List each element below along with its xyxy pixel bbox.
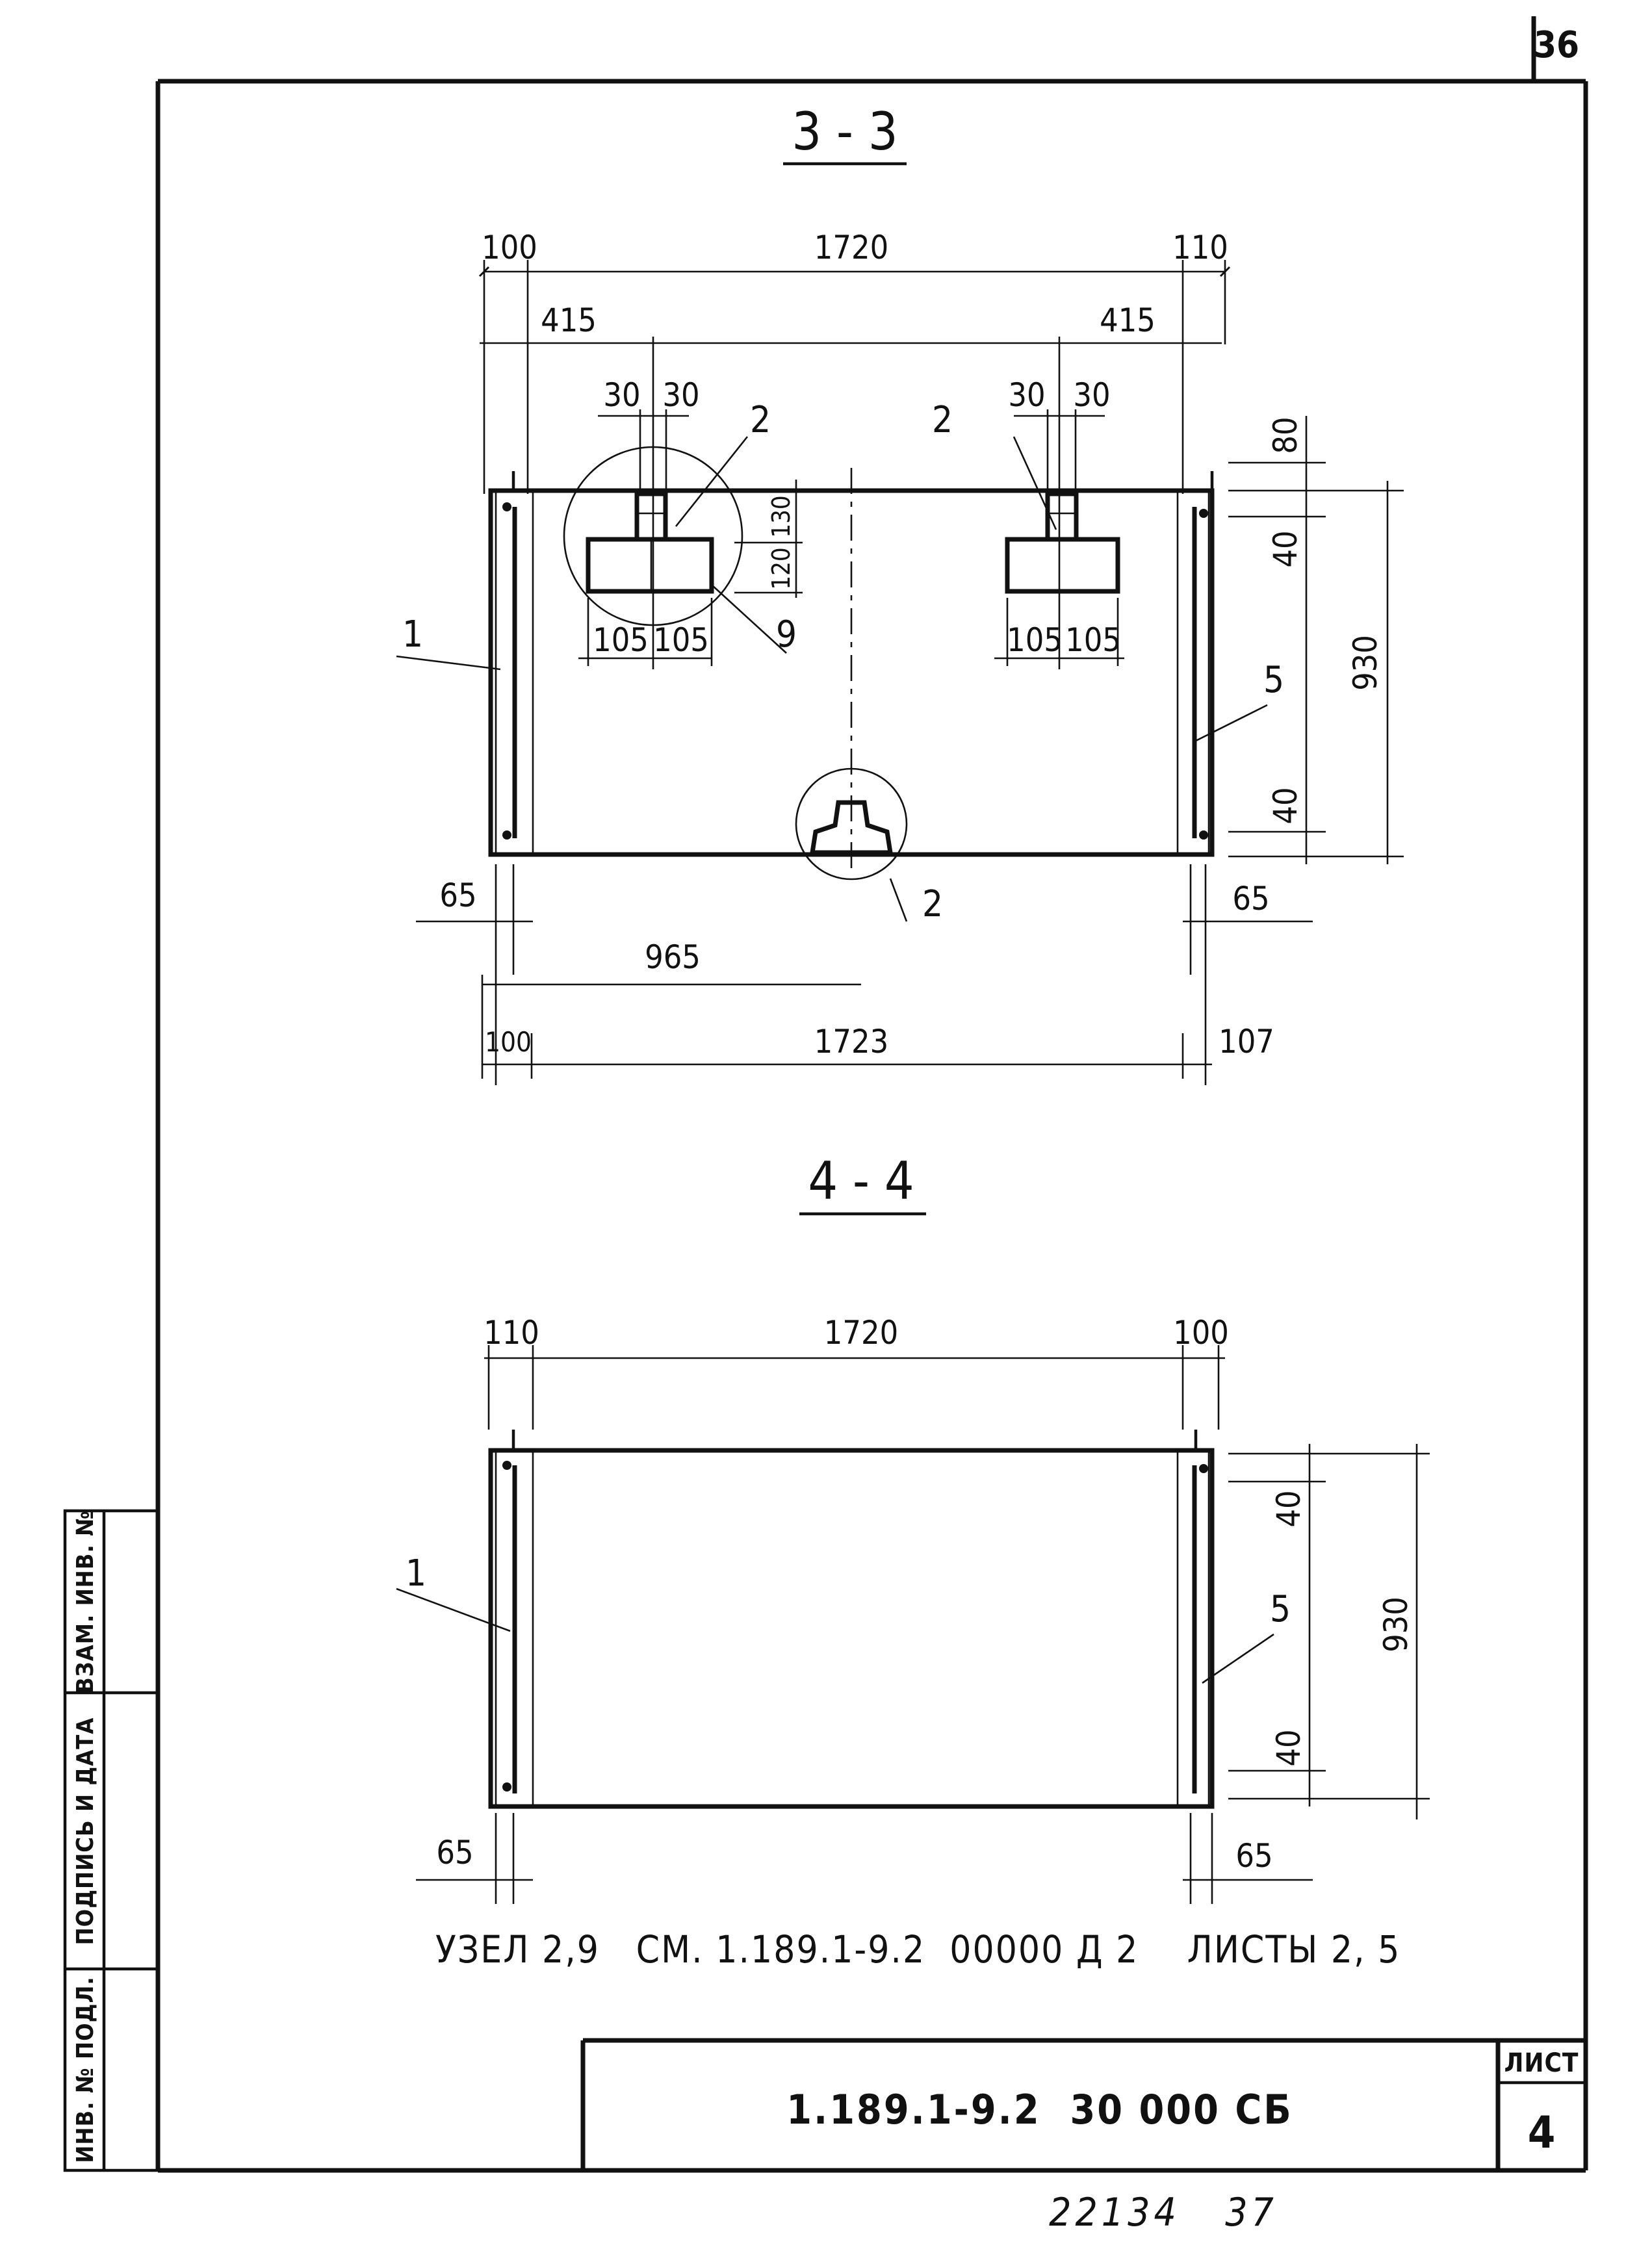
dim-130: 130 <box>767 495 795 537</box>
title-block-sheet-label: ЛИСТ <box>1504 2048 1579 2078</box>
title-block-sheet-number: 4 <box>1528 2107 1556 2159</box>
end-element-1 <box>495 471 534 856</box>
dim-415-left: 415 <box>541 302 597 339</box>
callout-2-bottom: 2 <box>922 883 943 925</box>
dimensions-3-3 <box>396 260 1404 1085</box>
dim-105-r1: 105 <box>1007 621 1063 659</box>
dim-65-right-4-4: 65 <box>1235 1837 1272 1875</box>
dim-930: 930 <box>1347 635 1384 691</box>
callout-1: 1 <box>402 613 423 656</box>
callout-2-right: 2 <box>932 399 953 441</box>
footer-handwritten-number: 22134 37 <box>1049 2190 1278 2235</box>
callout-5-4-4: 5 <box>1270 1588 1291 1630</box>
callout-1-4-4: 1 <box>406 1552 426 1595</box>
dim-120: 120 <box>767 547 795 589</box>
sheet-frame <box>155 16 1588 2173</box>
dim-40-bottom: 40 <box>1267 787 1304 824</box>
section-3-3: 3 - 3 <box>396 101 1404 1085</box>
dim-107: 107 <box>1219 1023 1274 1060</box>
dim-30-r2: 30 <box>1073 376 1110 414</box>
dimensions-4-4 <box>396 1345 1430 1904</box>
callout-9: 9 <box>776 613 797 656</box>
dim-30-r1: 30 <box>1008 376 1045 414</box>
dim-965: 965 <box>645 938 701 976</box>
side-stamp-sign-date: ПОДПИСЬ И ДАТА <box>72 1717 99 1946</box>
section-4-4-title: 4 - 4 <box>808 1151 914 1211</box>
dim-65-left-4-4: 65 <box>436 1834 473 1871</box>
dim-40-top: 40 <box>1267 530 1304 567</box>
dim-40-top-4-4: 40 <box>1270 1490 1308 1527</box>
dim-415-right: 415 <box>1100 302 1155 339</box>
reference-note: УЗЕЛ 2,9 СМ. 1.189.1-9.2 00000 Д 2 ЛИСТЫ… <box>435 1927 1400 1972</box>
embedded-part-bottom <box>795 767 908 880</box>
dim-top-110-4-4: 110 <box>484 1314 539 1352</box>
title-block: 1.189.1-9.2 30 000 СБ ЛИСТ 4 <box>580 2038 1586 2170</box>
end-element-1-4-4 <box>495 1430 534 1808</box>
section-4-4: 4 - 4 <box>396 1151 1430 1904</box>
dim-65-right: 65 <box>1232 880 1269 918</box>
dim-105-l1: 105 <box>593 621 649 659</box>
side-stamp-inv-orig: ИНВ. № ПОДЛ. <box>72 1976 99 2163</box>
wall-panel-outline-4-4 <box>488 1448 1215 1809</box>
dim-top-1720: 1720 <box>814 229 888 266</box>
callout-5: 5 <box>1263 659 1284 701</box>
dim-930-4-4: 930 <box>1377 1597 1415 1652</box>
end-element-5 <box>1176 471 1214 856</box>
dim-105-r2: 105 <box>1065 621 1121 659</box>
dim-40-bottom-4-4: 40 <box>1270 1729 1308 1766</box>
side-stamp: ИНВ. № ПОДЛ. ПОДПИСЬ И ДАТА ВЗАМ. ИНВ. № <box>63 1509 160 2172</box>
dim-1723: 1723 <box>814 1023 888 1060</box>
callout-2-left: 2 <box>750 399 771 441</box>
dim-30-l2: 30 <box>662 376 699 414</box>
end-element-5-4-4 <box>1176 1430 1210 1808</box>
corner-page-number: 36 <box>1534 24 1579 66</box>
dim-top-110: 110 <box>1172 229 1228 266</box>
dim-30-l1: 30 <box>603 376 640 414</box>
node-2-circle <box>795 767 908 880</box>
dim-top-100-4-4: 100 <box>1173 1314 1229 1352</box>
embedded-part-right <box>1005 491 1120 594</box>
section-3-3-title: 3 - 3 <box>792 101 897 162</box>
dim-bottom-100: 100 <box>485 1026 532 1058</box>
dim-top-100: 100 <box>482 229 537 266</box>
title-block-designation: 1.189.1-9.2 30 000 СБ <box>786 2086 1293 2133</box>
dim-105-l2: 105 <box>653 621 709 659</box>
dim-top-1720-4-4: 1720 <box>824 1314 898 1352</box>
dim-65-left: 65 <box>439 877 476 914</box>
dim-80: 80 <box>1267 417 1304 454</box>
side-stamp-replace-inv: ВЗАМ. ИНВ. № <box>72 1510 99 1693</box>
